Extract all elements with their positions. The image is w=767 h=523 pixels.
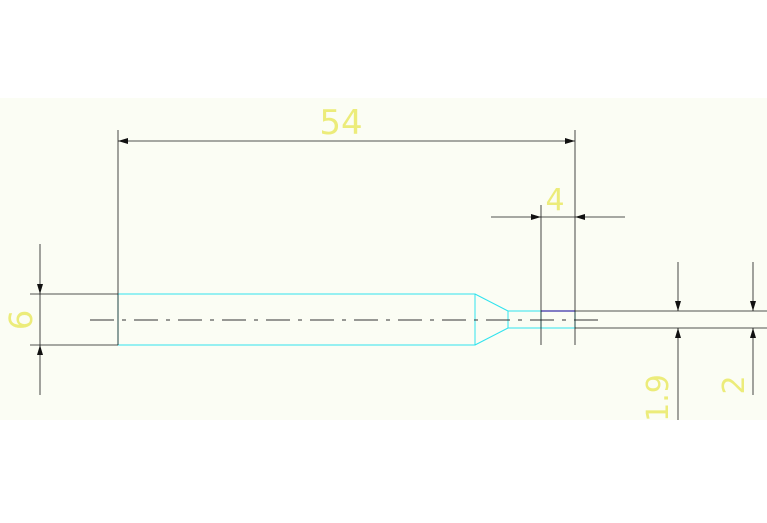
dimension-overall-length: 54 bbox=[118, 103, 575, 144]
extension-lines bbox=[30, 130, 767, 346]
tip-length-label: 4 bbox=[545, 183, 564, 218]
taper-top bbox=[474, 293, 509, 312]
tip-diameter-a-label: 1.9 bbox=[641, 374, 676, 422]
tip-diameter-b-label: 2 bbox=[717, 375, 752, 394]
body-diameter-label: 6 bbox=[2, 310, 40, 330]
taper-bottom bbox=[474, 327, 509, 346]
overall-length-label: 54 bbox=[319, 103, 362, 143]
drawing-area bbox=[0, 98, 767, 420]
